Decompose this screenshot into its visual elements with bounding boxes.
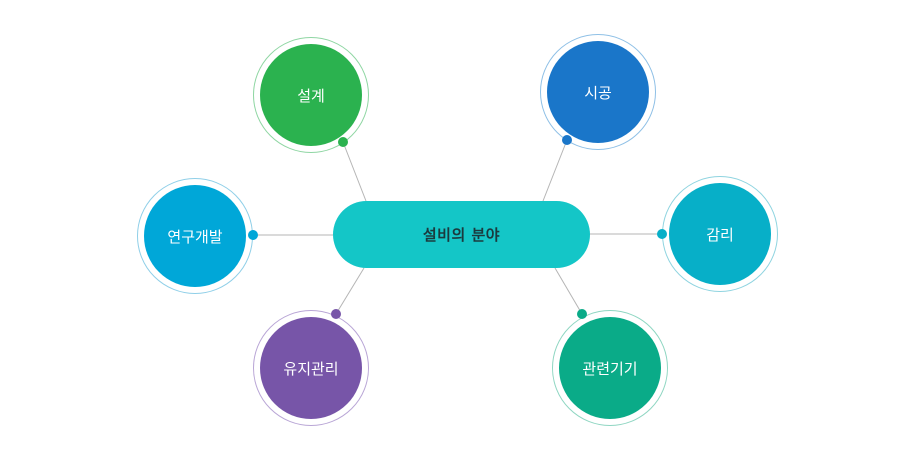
node-equipment-label: 관련기기 bbox=[582, 359, 638, 378]
node-design-disc: 설계 bbox=[260, 44, 362, 146]
connector-dot-rnd bbox=[248, 230, 258, 240]
node-supervision-label: 감리 bbox=[706, 225, 734, 244]
connector-dot-supervision bbox=[657, 229, 667, 239]
connector-design bbox=[342, 141, 367, 202]
node-design-label: 설계 bbox=[297, 86, 325, 105]
center-node: 설비의 분야 bbox=[333, 201, 590, 268]
node-construction-disc: 시공 bbox=[547, 41, 649, 143]
node-rnd-disc: 연구개발 bbox=[144, 185, 246, 287]
node-rnd-label: 연구개발 bbox=[167, 227, 223, 246]
node-supervision-disc: 감리 bbox=[669, 183, 771, 285]
node-equipment-disc: 관련기기 bbox=[559, 317, 661, 419]
connector-dot-equipment bbox=[577, 309, 587, 319]
connector-equipment bbox=[554, 267, 583, 315]
connector-construction bbox=[542, 139, 568, 202]
node-equipment: 관련기기 bbox=[552, 310, 668, 426]
node-maintenance: 유지관리 bbox=[253, 310, 369, 426]
node-design: 설계 bbox=[253, 37, 369, 153]
node-rnd: 연구개발 bbox=[137, 178, 253, 294]
node-construction: 시공 bbox=[540, 34, 656, 150]
connector-dot-design bbox=[338, 137, 348, 147]
node-supervision: 감리 bbox=[662, 176, 778, 292]
node-maintenance-disc: 유지관리 bbox=[260, 317, 362, 419]
center-node-label: 설비의 분야 bbox=[422, 226, 501, 244]
node-construction-label: 시공 bbox=[584, 83, 612, 102]
connector-dot-construction bbox=[562, 135, 572, 145]
connector-maintenance bbox=[335, 267, 365, 315]
connector-dot-maintenance bbox=[331, 309, 341, 319]
node-maintenance-label: 유지관리 bbox=[283, 359, 339, 378]
